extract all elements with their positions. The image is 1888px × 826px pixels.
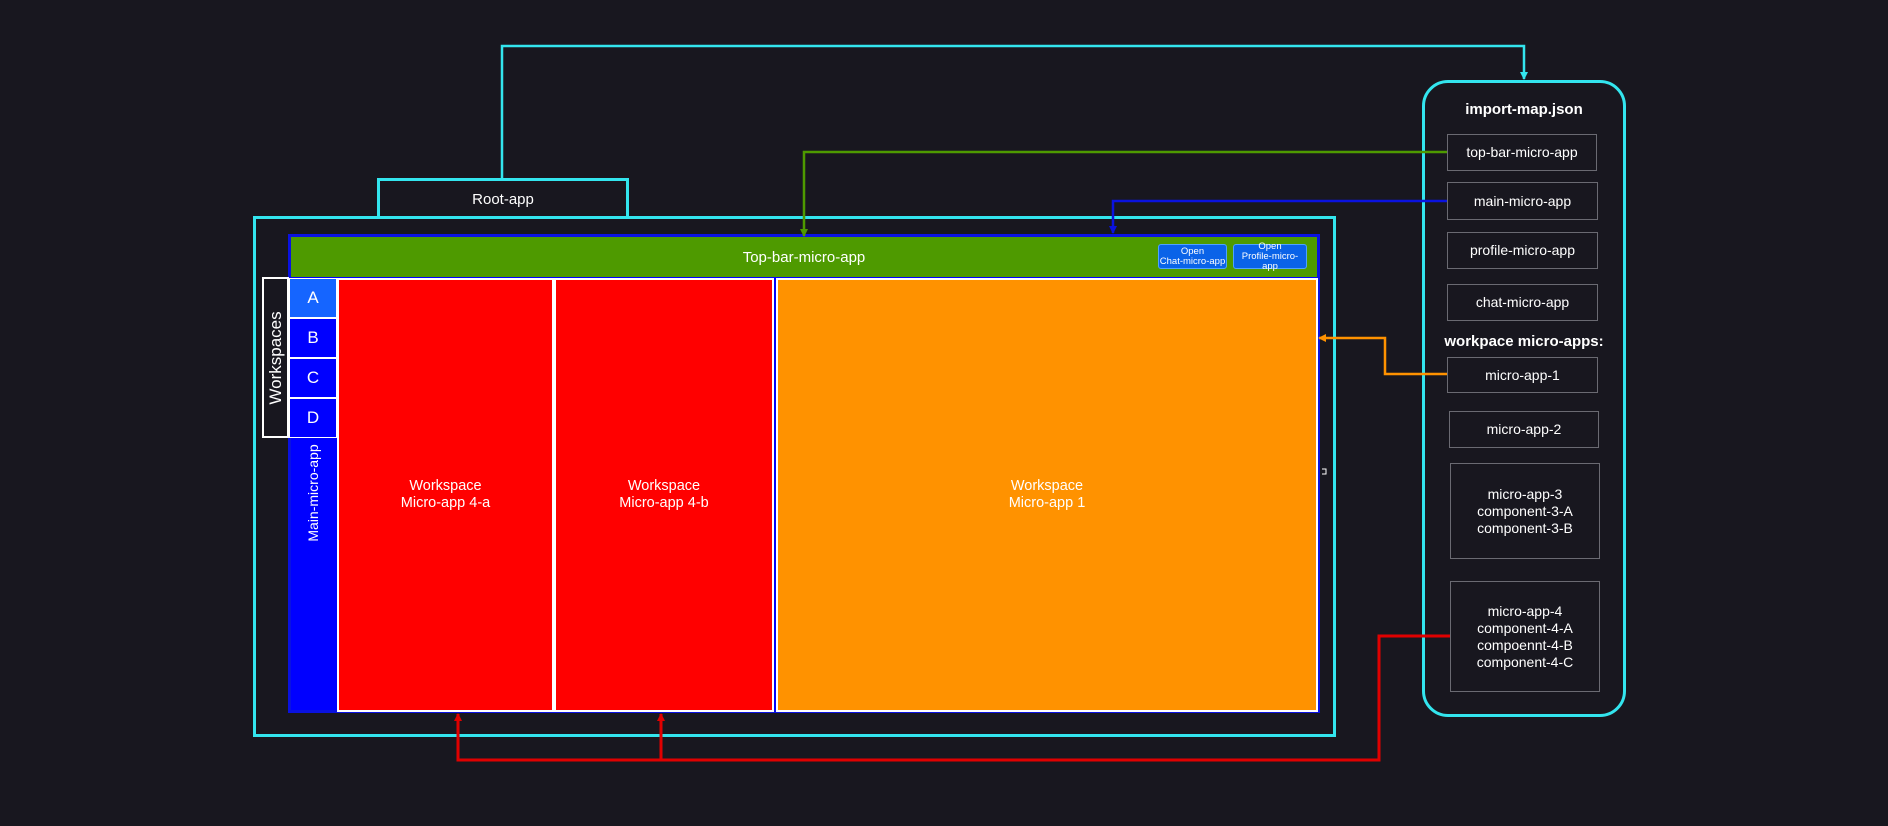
connector-micro-app-4 [454,634,1450,762]
workspaces-label-box [262,277,289,438]
import-entry-micro-app-2: micro-app-2 [1449,411,1599,448]
workspace-item-label: D [306,408,320,427]
import-entry-micro-app-4: micro-app-4 component-4-A compoennt-4-B … [1450,581,1600,692]
root-app-tab: Root-app [377,178,629,218]
workspace-item-label: A [307,288,319,307]
import-entry-label: micro-app-2 [1486,421,1562,437]
import-entry-label: micro-app-3 component-3-A component-3-B [1477,485,1573,536]
open-chat-button[interactable]: Open Chat-micro-app [1158,244,1227,269]
workspace-item-label: B [307,328,319,347]
import-entry-label: top-bar-micro-app [1466,144,1578,160]
workspace-panel-4a: Workspace Micro-app 4-a [337,278,554,712]
import-entry-label: micro-app-4 component-4-A compoennt-4-B … [1476,602,1574,670]
resize-handle-icon [1322,468,1327,475]
workspace-apps-heading: workpace micro-apps: [1444,332,1604,350]
root-app-frame [253,216,1336,737]
import-entry-label: micro-app-1 [1485,366,1560,383]
connector-micro-app-1 [1318,334,1447,376]
import-entry-top-bar: top-bar-micro-app [1447,134,1597,171]
workspace-panel-1-label: Workspace Micro-app 1 [1008,478,1086,511]
connector-root-to-import-map [500,44,1528,178]
top-bar-label: Top-bar-micro-app [742,248,866,266]
workspace-panel-4b-label: Workspace Micro-app 4-b [619,478,709,511]
import-map-title: import-map.json [1465,100,1583,118]
workspace-item-a[interactable]: A [289,278,337,318]
import-entry-label: main-micro-app [1473,192,1572,209]
workspace-item-b[interactable]: B [289,318,337,358]
import-map-box [1422,80,1626,717]
import-entry-label: chat-micro-app [1475,294,1570,310]
workspace-item-label: C [306,368,320,387]
import-entry-micro-app-3: micro-app-3 component-3-A component-3-B [1450,463,1600,559]
workspace-panel-4b: Workspace Micro-app 4-b [554,278,774,712]
workspace-panel-4a-label: Workspace Micro-app 4-a [400,478,491,511]
workspace-panel-1: Workspace Micro-app 1 [776,278,1318,712]
import-entry-profile: profile-micro-app [1447,232,1598,269]
open-profile-button[interactable]: Open Profile-micro-app [1233,240,1307,272]
import-entry-chat: chat-micro-app [1447,284,1598,321]
open-chat-label: Open Chat-micro-app [1159,245,1226,267]
open-profile-label: Open Profile-micro-app [1241,240,1299,272]
workspace-item-c[interactable]: C [289,358,337,398]
connector-main [1109,199,1447,234]
import-entry-main: main-micro-app [1447,182,1598,220]
workspace-item-d[interactable]: D [289,398,337,438]
top-bar-micro-app: Top-bar-micro-app [291,237,1317,277]
root-app-label: Root-app [472,191,534,208]
import-entry-label: profile-micro-app [1469,242,1576,258]
connector-top-bar [800,150,1447,237]
import-entry-micro-app-1: micro-app-1 [1447,357,1598,393]
